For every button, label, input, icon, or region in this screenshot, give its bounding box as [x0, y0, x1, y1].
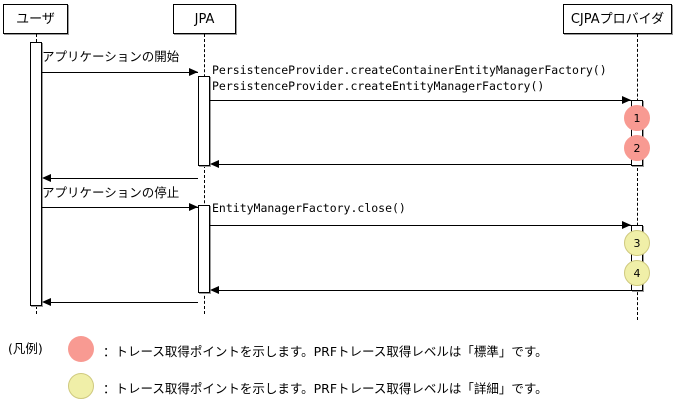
- message-line-m5: [51, 178, 198, 179]
- message-label-m7: EntityManagerFactory.close(): [212, 201, 406, 215]
- legend-dot-detail: [68, 373, 94, 399]
- message-line-m7: [210, 225, 631, 226]
- activation-bar-user: [30, 42, 42, 306]
- message-arrowhead-m7: [622, 221, 631, 229]
- message-line-m4: [219, 164, 631, 165]
- lifeline-label-jpa: JPA: [194, 11, 215, 27]
- trace-point-4: 4: [624, 260, 650, 286]
- message-arrowhead-m9: [42, 298, 51, 306]
- lifeline-head-user: ユーザ: [3, 4, 68, 34]
- legend-title: (凡例): [8, 341, 43, 356]
- message-line-m6: [42, 207, 198, 208]
- legend-text-standard: ：トレース取得ポイントを示します。PRFトレース取得レベルは「標準」です。: [103, 344, 548, 359]
- message-line-m1: [42, 72, 198, 73]
- message-arrowhead-m4: [210, 160, 219, 168]
- lifeline-label-user: ユーザ: [16, 11, 55, 27]
- trace-point-number: 3: [633, 236, 641, 250]
- message-line-m8: [219, 290, 631, 291]
- trace-point-number: 4: [633, 266, 641, 280]
- legend-dot-standard: [68, 336, 94, 362]
- message-arrowhead-m8: [210, 286, 219, 294]
- lifeline-axis-provider: [637, 34, 638, 320]
- message-arrowhead-m1: [189, 68, 198, 76]
- activation-bar-jpa-2: [198, 205, 210, 293]
- message-arrowhead-m6: [189, 203, 198, 211]
- trace-point-3: 3: [624, 230, 650, 256]
- legend-text-detail: ：トレース取得ポイントを示します。PRFトレース取得レベルは「詳細」です。: [103, 381, 548, 396]
- message-arrowhead-m5: [42, 174, 51, 182]
- lifeline-head-provider: CJPAプロバイダ: [563, 4, 672, 34]
- message-line-m9: [51, 302, 198, 303]
- message-line-m23: [210, 100, 631, 101]
- lifeline-axis-jpa: [204, 34, 205, 314]
- trace-point-number: 1: [633, 111, 641, 125]
- lifeline-label-provider: CJPAプロバイダ: [570, 11, 665, 27]
- trace-point-2: 2: [624, 135, 650, 161]
- message-label-m3: PersistenceProvider.createEntityManagerF…: [212, 79, 545, 93]
- trace-point-number: 2: [633, 141, 641, 155]
- trace-point-1: 1: [624, 105, 650, 131]
- message-label-m6: アプリケーションの停止: [42, 185, 180, 200]
- message-arrowhead-m23: [622, 96, 631, 104]
- message-label-m2: PersistenceProvider.createContainerEntit…: [212, 63, 607, 77]
- activation-bar-jpa-1: [198, 76, 210, 166]
- message-label-m1: アプリケーションの開始: [42, 49, 180, 64]
- lifeline-head-jpa: JPA: [173, 4, 236, 34]
